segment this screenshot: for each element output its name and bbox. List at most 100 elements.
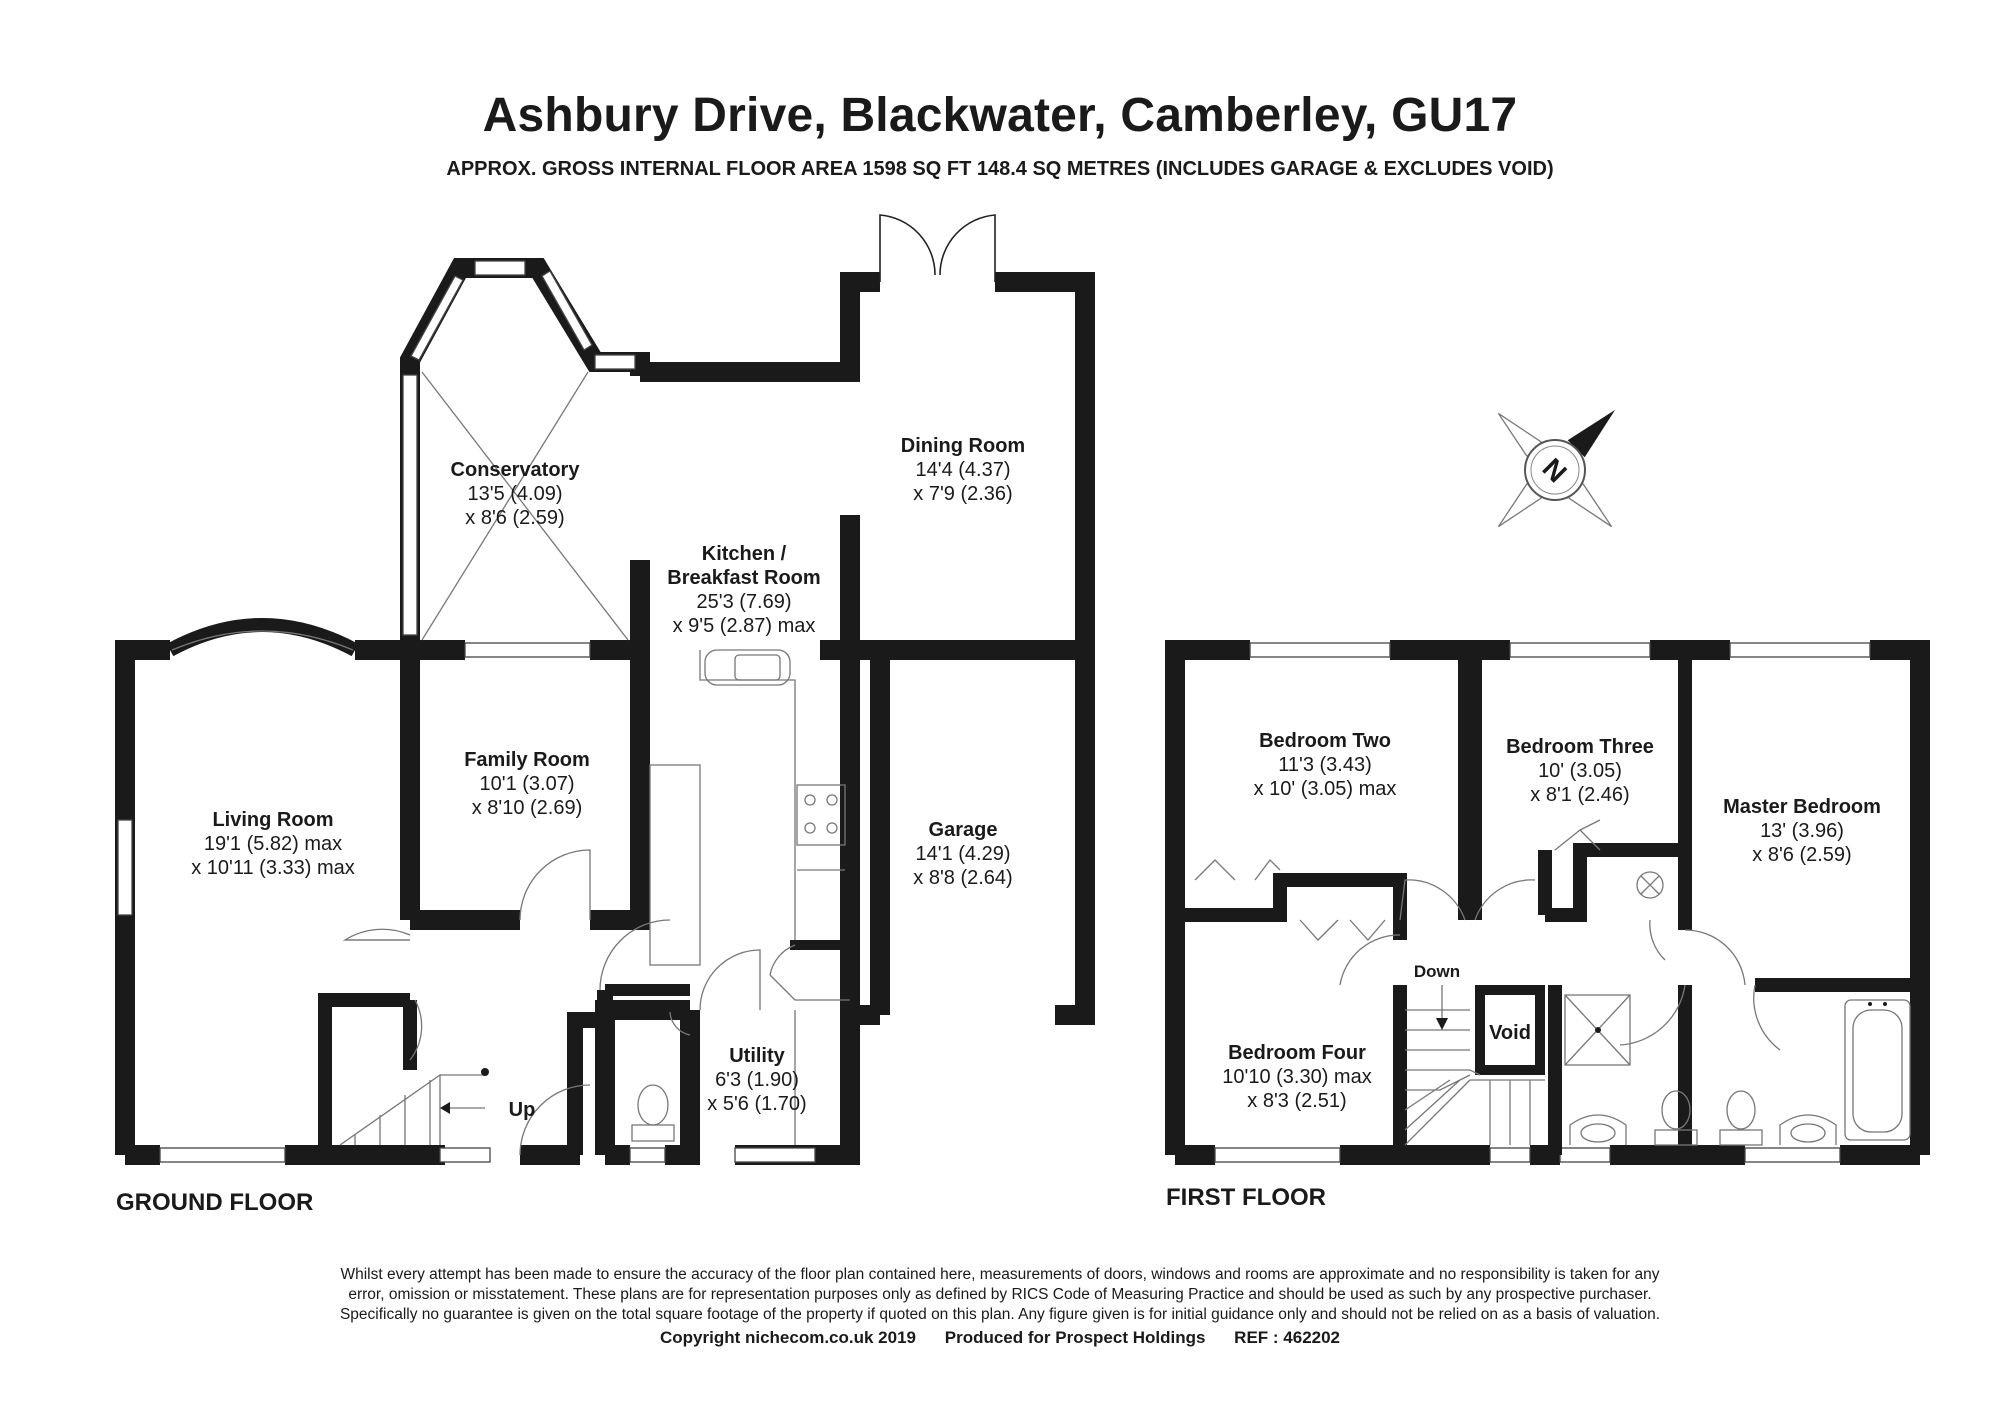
ensuite-toilet	[1661, 1090, 1691, 1130]
conservatory-dim: 13'5 (4.09)	[468, 483, 563, 505]
hob-ring	[826, 794, 838, 806]
stairs	[1404, 1009, 1545, 1146]
master-bedroom-dim: x 8'6 (2.59)	[1752, 844, 1851, 866]
bedroom-four-window	[1214, 1147, 1341, 1163]
first-floor-wall	[1870, 640, 1930, 1155]
ground-floor-label: GROUND FLOOR	[116, 1189, 313, 1216]
kitchen-hob	[796, 784, 846, 846]
bedroom-four-wall	[1175, 873, 1407, 940]
shower-tray	[1564, 994, 1631, 1066]
conservatory-window	[410, 275, 464, 361]
wardrobe-door	[1194, 859, 1281, 881]
disclaimer-line: error, omission or misstatement. These p…	[348, 1286, 1652, 1303]
copyright-text: Copyright nichecom.co.uk 2019	[659, 1328, 916, 1347]
living-room-dim: x 10'11 (3.33) max	[191, 857, 355, 879]
void-box	[1475, 985, 1545, 1075]
disclaimer-line: Specifically no guarantee is given on th…	[339, 1306, 1661, 1323]
bedroom-three-dim: x 8'1 (2.46)	[1530, 784, 1629, 806]
ensuite-basin	[1569, 1114, 1627, 1145]
door-swing	[1399, 879, 1466, 921]
living-room-wall	[355, 640, 420, 920]
family-room-dim: 10'1 (3.07)	[480, 773, 575, 795]
wc-basin	[669, 1011, 691, 1036]
compass-dial	[1530, 445, 1580, 495]
newel-post	[481, 1068, 489, 1076]
door-swing	[1753, 984, 1781, 1051]
bedroom-two-window	[1249, 642, 1391, 658]
void-label: Void	[1489, 1022, 1531, 1044]
floor-area-subtitle: APPROX. GROSS INTERNAL FLOOR AREA 1598 S…	[446, 158, 1554, 180]
kitchen-dim: 25'3 (7.69)	[697, 591, 792, 613]
boiler-icon	[1640, 875, 1660, 895]
stairs-arrow-head	[1436, 1018, 1448, 1030]
dining-room-name: Dining Room	[901, 435, 1025, 457]
compass-north-arrow	[1567, 409, 1616, 458]
disclaimer: Whilst every attempt has been made to en…	[270, 1265, 1730, 1325]
ground-floor-labels: Conservatory 13'5 (4.09) x 8'6 (2.59) Di…	[191, 435, 1025, 1121]
dining-room-dim: x 7'9 (2.36)	[913, 483, 1012, 505]
family-room-name: Family Room	[464, 749, 590, 771]
wardrobe-door	[1554, 819, 1601, 851]
kitchen-name: Kitchen /	[702, 543, 787, 565]
garage-name: Garage	[929, 819, 998, 841]
kitchen-worktop	[699, 650, 796, 945]
bath-tap	[1883, 1002, 1887, 1006]
door-swing	[519, 849, 591, 921]
living-front-window	[159, 1147, 286, 1163]
compass: N	[1497, 409, 1616, 528]
door-swing	[599, 919, 671, 991]
french-door	[939, 214, 996, 282]
kitchen-dim: x 9'5 (2.87) max	[673, 615, 816, 637]
bedroom-four-dim: 10'10 (3.30) max	[1222, 1066, 1371, 1088]
hob-ring	[826, 822, 838, 834]
door-swing	[1649, 919, 1666, 961]
wc-window	[629, 1147, 666, 1163]
stairs-arrow-head	[440, 1102, 450, 1114]
ground-floor-plan	[115, 214, 1095, 1165]
family-room-window	[464, 642, 591, 658]
ensuite-window	[1559, 1147, 1611, 1163]
bedroom-two-name: Bedroom Two	[1259, 730, 1391, 752]
compass-dial	[1524, 439, 1586, 501]
utility-door	[699, 949, 761, 1011]
door-swing	[1619, 984, 1686, 1046]
produced-for-text: Produced for Prospect Holdings	[944, 1328, 1206, 1347]
living-side-window	[117, 819, 133, 916]
bedroom-four-name: Bedroom Four	[1228, 1042, 1366, 1064]
bath-tap	[1868, 1002, 1872, 1006]
first-floor-wall	[1165, 640, 1250, 1155]
door-swing	[1474, 879, 1536, 921]
shower-drain	[1595, 1027, 1601, 1033]
conservatory-name: Conservatory	[451, 459, 581, 481]
living-room-name: Living Room	[212, 809, 333, 831]
bedroom-three-window	[1509, 642, 1651, 658]
conservatory-window	[402, 374, 418, 636]
door-swing	[1684, 929, 1746, 986]
kitchen-sink	[734, 654, 781, 681]
french-door	[879, 214, 936, 282]
bathroom-window	[1744, 1147, 1841, 1163]
bedroom-two-dim: x 10' (3.05) max	[1254, 778, 1397, 800]
first-floor-label: FIRST FLOOR	[1166, 1184, 1326, 1211]
disclaimer-line: Whilst every attempt has been made to en…	[340, 1266, 1660, 1283]
hall-wall	[567, 990, 613, 1155]
stairs	[339, 1073, 485, 1146]
bathroom-toilet	[1719, 1129, 1763, 1146]
conservatory-window	[474, 260, 526, 276]
door-swing	[342, 928, 411, 941]
hob-ring	[804, 822, 816, 834]
wc-toilet	[637, 1084, 669, 1126]
bedroom-three-name: Bedroom Three	[1506, 736, 1654, 758]
front-door	[519, 1084, 591, 1156]
conservatory-dim: x 8'6 (2.59)	[465, 507, 564, 529]
bedroom-four-dim: x 8'3 (2.51)	[1247, 1090, 1346, 1112]
living-room-wall	[115, 640, 170, 1155]
living-bay-window	[171, 630, 354, 651]
utility-window	[734, 1147, 816, 1163]
bathroom-basin	[1779, 1114, 1837, 1145]
conservatory-window	[541, 270, 593, 351]
boiler-icon	[1636, 871, 1664, 899]
wardrobe-door	[1299, 919, 1386, 941]
bath	[1852, 1009, 1903, 1133]
